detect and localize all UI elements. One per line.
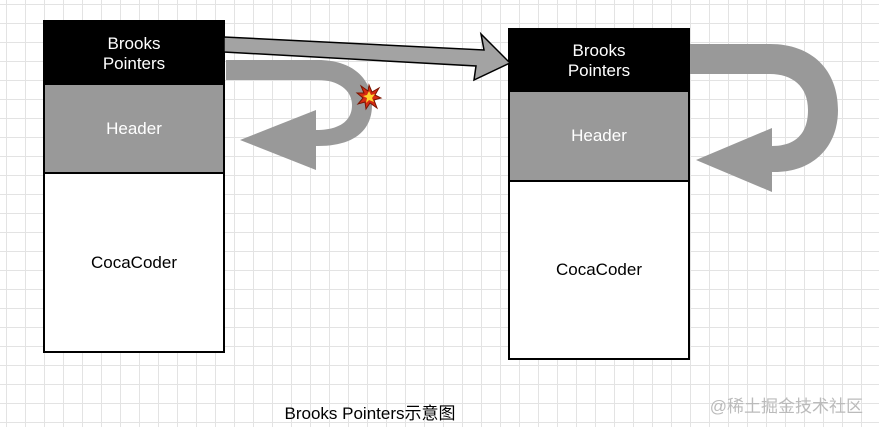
object-body: CocaCoder <box>91 252 177 272</box>
header-cell: Header <box>45 85 223 174</box>
brooks-pointer-cell: Brooks Pointers <box>45 22 223 85</box>
old-self-pointer-arrow <box>226 60 372 170</box>
old-object-box: Brooks Pointers Header CocaCoder <box>43 20 225 353</box>
diagram-caption: Brooks Pointers示意图 <box>284 404 456 423</box>
forward-pointer-arrow <box>223 31 512 82</box>
new-object-box: Brooks Pointers Header CocaCoder <box>508 28 690 360</box>
object-body: CocaCoder <box>556 260 642 279</box>
explosion-icon <box>355 83 383 111</box>
brooks-pointer-cell: Brooks Pointers <box>510 30 688 92</box>
new-self-pointer-arrow <box>690 44 838 192</box>
watermark: @稀土掘金技术社区 <box>709 397 863 416</box>
header-cell: Header <box>510 92 688 182</box>
